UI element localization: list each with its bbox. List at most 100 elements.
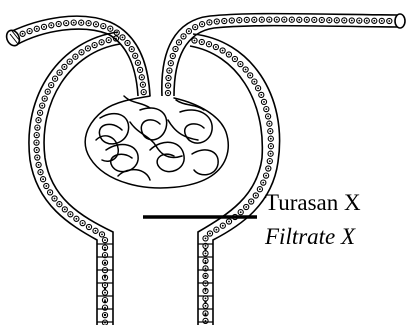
cell-nucleus <box>42 178 44 180</box>
cell-nucleus <box>131 48 133 50</box>
cell-nucleus <box>36 157 38 159</box>
cell-nucleus <box>36 149 38 151</box>
cell-nucleus <box>269 130 271 132</box>
cell-nucleus <box>238 19 240 21</box>
cell-nucleus <box>313 19 315 21</box>
cell-nucleus <box>240 63 242 65</box>
cell-nucleus <box>49 192 51 194</box>
cell-nucleus <box>59 203 61 205</box>
cell-nucleus <box>101 41 103 43</box>
tubule-cell-nucleus <box>204 275 206 277</box>
cell-nucleus <box>38 119 40 121</box>
cell-nucleus <box>234 58 236 60</box>
cell-nucleus <box>104 299 106 301</box>
tubule-cell-nucleus <box>104 275 106 277</box>
cell-nucleus <box>209 22 211 24</box>
cell-nucleus <box>183 36 185 38</box>
cell-nucleus <box>205 253 207 255</box>
cell-nucleus <box>263 101 265 103</box>
cell-nucleus <box>59 72 61 74</box>
cell-nucleus <box>257 87 259 89</box>
cell-nucleus <box>178 42 180 44</box>
cell-nucleus <box>47 91 49 93</box>
cell-nucleus <box>38 164 40 166</box>
cell-nucleus <box>88 22 90 24</box>
cell-nucleus <box>216 229 218 231</box>
cell-nucleus <box>39 112 41 114</box>
cell-nucleus <box>170 62 172 64</box>
cell-nucleus <box>245 69 247 71</box>
cell-nucleus <box>381 20 383 22</box>
cell-nucleus <box>328 19 330 21</box>
cell-nucleus <box>50 24 52 26</box>
cell-nucleus <box>137 62 139 64</box>
cell-nucleus <box>205 245 207 247</box>
cell-nucleus <box>205 298 207 300</box>
cell-nucleus <box>87 48 89 50</box>
cell-nucleus <box>82 222 84 224</box>
cell-nucleus <box>73 22 75 24</box>
cell-nucleus <box>205 305 207 307</box>
tubule-cell-nucleus <box>204 249 206 251</box>
cell-nucleus <box>205 290 207 292</box>
label-filtrate-x: Filtrate X <box>265 225 355 248</box>
cell-nucleus <box>250 201 252 203</box>
cell-nucleus <box>45 185 47 187</box>
cell-nucleus <box>291 19 293 21</box>
tubule-cell-nucleus <box>204 314 206 316</box>
cell-nucleus <box>167 92 169 94</box>
cell-nucleus <box>249 75 251 77</box>
cell-nucleus <box>270 138 272 140</box>
cell-nucleus <box>104 292 106 294</box>
cell-nucleus <box>88 226 90 228</box>
tubule-cell-nucleus <box>104 314 106 316</box>
tubule-cell-nucleus <box>104 301 106 303</box>
cell-nucleus <box>228 54 230 56</box>
cell-nucleus <box>76 218 78 220</box>
cell-nucleus <box>70 213 72 215</box>
cell-nucleus <box>143 91 145 93</box>
cell-nucleus <box>269 123 271 125</box>
cell-nucleus <box>40 171 42 173</box>
tubule-cell-nucleus <box>104 288 106 290</box>
cell-nucleus <box>101 234 103 236</box>
cell-nucleus <box>270 153 272 155</box>
cell-nucleus <box>351 20 353 22</box>
cell-nucleus <box>139 69 141 71</box>
cell-nucleus <box>50 84 52 86</box>
tubule-cell-nucleus <box>204 301 206 303</box>
cell-nucleus <box>194 26 196 28</box>
tubule-cell-nucleus <box>204 288 206 290</box>
cell-nucleus <box>259 188 261 190</box>
cell-nucleus <box>222 225 224 227</box>
cell-nucleus <box>306 19 308 21</box>
cell-nucleus <box>109 28 111 30</box>
cell-nucleus <box>29 30 31 32</box>
cell-nucleus <box>209 233 211 235</box>
cell-nucleus <box>228 221 230 223</box>
cell-nucleus <box>188 30 190 32</box>
cell-nucleus <box>255 195 257 197</box>
cell-nucleus <box>366 20 368 22</box>
cell-nucleus <box>58 23 60 25</box>
cell-nucleus <box>104 254 106 256</box>
cell-nucleus <box>205 268 207 270</box>
cell-nucleus <box>116 32 118 34</box>
cell-nucleus <box>43 26 45 28</box>
cell-nucleus <box>134 55 136 57</box>
cell-nucleus <box>261 19 263 21</box>
glomerulus-capillaries <box>85 96 228 188</box>
cell-nucleus <box>36 134 38 136</box>
cell-nucleus <box>95 23 97 25</box>
cell-nucleus <box>37 127 39 129</box>
cell-nucleus <box>298 19 300 21</box>
cell-nucleus <box>267 168 269 170</box>
cell-nucleus <box>373 20 375 22</box>
tubule-cell-nucleus <box>104 262 106 264</box>
cell-nucleus <box>222 50 224 52</box>
cell-nucleus <box>216 21 218 23</box>
cell-nucleus <box>205 238 207 240</box>
cell-nucleus <box>104 284 106 286</box>
cell-nucleus <box>283 19 285 21</box>
